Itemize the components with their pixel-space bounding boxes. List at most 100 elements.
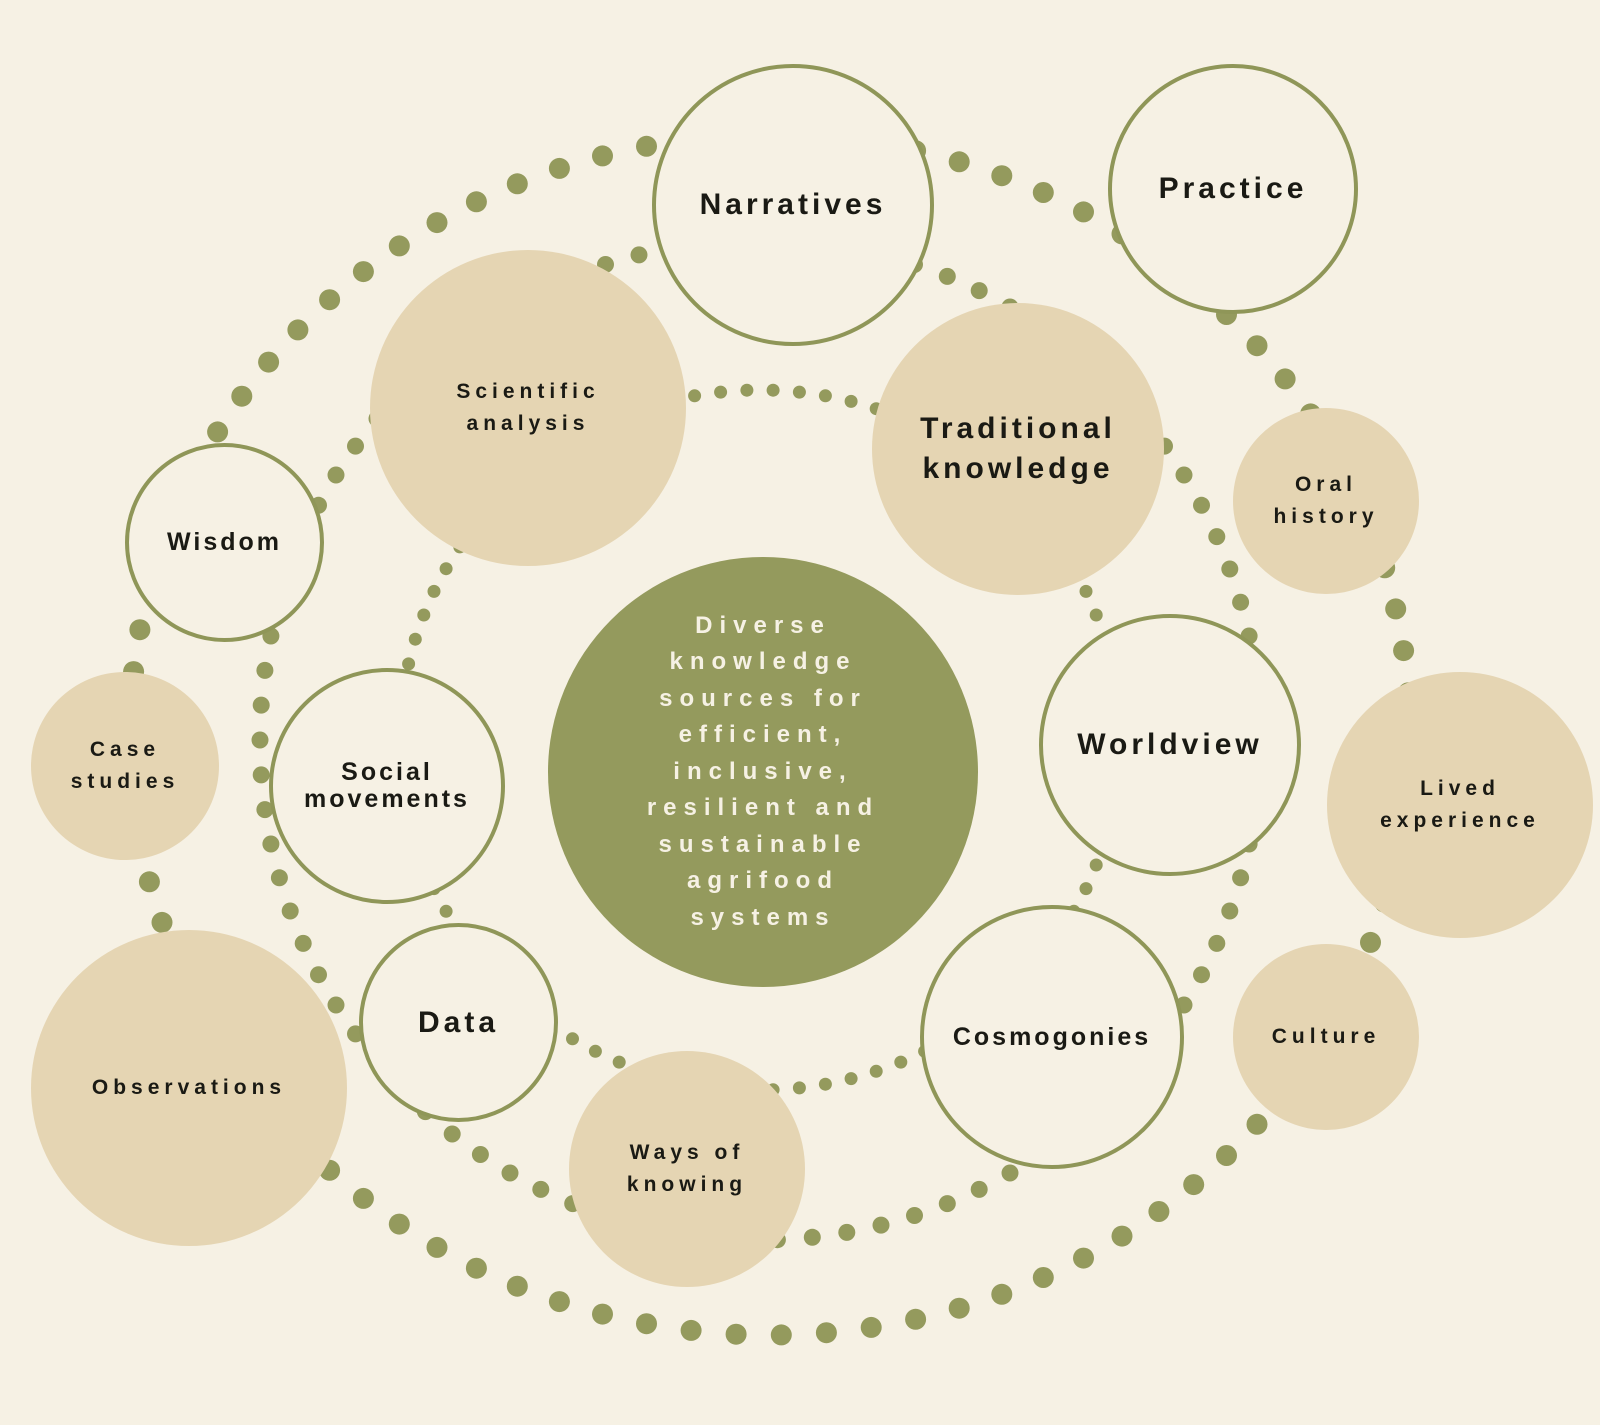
middle-ring-dot: [327, 996, 345, 1014]
inner-ring-dot: [612, 1055, 626, 1069]
outer-ring-dot: [1111, 1225, 1133, 1247]
middle-ring-dot: [251, 731, 269, 749]
inner-ring-dot: [844, 394, 858, 408]
outer-ring-dot: [1274, 368, 1296, 390]
outer-ring-dot: [948, 151, 970, 173]
outer-ring-dot: [860, 1316, 882, 1338]
middle-ring-dot: [310, 966, 327, 984]
outer-ring-dot: [636, 135, 657, 157]
social-movements-label: Social movements: [304, 758, 470, 813]
practice-label: Practice: [1158, 172, 1308, 205]
outer-ring-dot: [506, 1275, 528, 1297]
middle-ring-dot: [532, 1180, 550, 1198]
middle-ring-dot: [1221, 560, 1239, 578]
narratives-label: Narratives: [699, 188, 887, 221]
outer-ring-dot: [352, 261, 374, 283]
middle-ring-dot: [294, 934, 312, 952]
node-practice: Practice: [1108, 64, 1358, 314]
node-cosmogonies: Cosmogonies: [920, 905, 1184, 1169]
inner-ring-dot: [427, 584, 441, 598]
outer-ring-dot: [426, 1236, 448, 1258]
inner-ring-dot: [1089, 858, 1103, 872]
outer-ring-dot: [991, 1283, 1013, 1305]
middle-ring-dot: [256, 661, 274, 679]
outer-ring-dot: [592, 1303, 613, 1325]
inner-ring-dot: [792, 385, 806, 399]
node-culture: Culture: [1233, 944, 1419, 1130]
inner-ring-dot: [844, 1072, 858, 1086]
outer-ring-dot: [138, 871, 160, 893]
middle-ring-dot: [347, 437, 364, 455]
middle-ring-dot: [970, 1180, 988, 1198]
outer-ring-dot: [207, 421, 229, 443]
outer-ring-dot: [680, 1319, 702, 1341]
outer-ring-dot: [388, 235, 410, 257]
node-wisdom: Wisdom: [125, 443, 324, 642]
inner-ring-dot: [402, 657, 416, 671]
outer-ring-dot: [151, 911, 173, 933]
outer-ring-dot: [725, 1323, 747, 1345]
outer-ring-dot: [1216, 1145, 1237, 1166]
case-studies-label: Case studies: [70, 738, 180, 793]
middle-ring-dot: [803, 1228, 821, 1246]
middle-ring-dot: [938, 267, 956, 285]
outer-ring-dot: [991, 165, 1013, 187]
outer-ring-dot: [506, 173, 528, 195]
node-traditional-knowledge: Traditional knowledge: [872, 303, 1164, 595]
middle-ring-dot: [872, 1216, 890, 1234]
middle-ring-dot: [906, 1207, 923, 1224]
inner-ring-dot: [408, 632, 422, 646]
oral-history-label: Oral history: [1273, 473, 1379, 528]
inner-ring-dot: [439, 562, 453, 576]
node-case-studies: Case studies: [31, 672, 219, 860]
outer-ring-dot: [905, 1308, 927, 1330]
inner-ring-dot: [1089, 608, 1103, 622]
wisdom-label: Wisdom: [167, 528, 282, 556]
middle-ring-dot: [1232, 593, 1250, 611]
outer-ring-dot: [352, 1187, 374, 1209]
outer-ring-dot: [465, 191, 487, 213]
outer-ring-dot: [592, 145, 613, 167]
outer-ring-dot: [1393, 640, 1415, 662]
outer-ring-dot: [426, 212, 448, 234]
node-observations: Observations: [31, 930, 347, 1246]
middle-ring-dot: [252, 766, 270, 784]
middle-ring-dot: [1232, 869, 1250, 887]
scientific-analysis-label: Scientific analysis: [456, 380, 600, 435]
outer-ring-dot: [1246, 1113, 1268, 1135]
inner-ring-dot: [1079, 882, 1093, 896]
outer-ring-dot: [1385, 598, 1407, 620]
middle-ring-dot: [443, 1125, 461, 1143]
node-ways-of-knowing: Ways of knowing: [569, 1051, 805, 1287]
inner-ring-dot: [566, 1032, 579, 1046]
middle-ring-dot: [1175, 466, 1193, 484]
node-oral-history: Oral history: [1233, 408, 1419, 594]
middle-ring-dot: [1193, 966, 1210, 984]
outer-ring-dot: [815, 1322, 837, 1344]
outer-ring-dot: [388, 1213, 410, 1235]
inner-ring-dot: [439, 904, 453, 918]
inner-ring-dot: [714, 385, 728, 399]
center-label: Diverse knowledge sources for efficient,…: [646, 611, 880, 931]
cosmogonies-label: Cosmogonies: [952, 1022, 1152, 1051]
inner-ring-dot: [1079, 584, 1093, 598]
worldview-label: Worldview: [1077, 728, 1263, 761]
middle-ring-dot: [471, 1146, 489, 1163]
outer-ring-dot: [1073, 1247, 1094, 1269]
outer-ring-dot: [548, 157, 570, 179]
outer-ring-dot: [948, 1297, 970, 1319]
outer-ring-dot: [1246, 335, 1268, 357]
outer-ring-dot: [1360, 931, 1381, 953]
middle-ring-dot: [1001, 1164, 1019, 1182]
inner-ring-dot: [792, 1081, 806, 1095]
outer-ring-dot: [129, 619, 151, 641]
inner-ring-dot: [869, 1064, 883, 1078]
outer-ring-dot: [319, 289, 341, 311]
node-scientific-analysis: Scientific analysis: [370, 250, 686, 566]
outer-ring-dot: [1032, 182, 1054, 203]
middle-ring-dot: [252, 696, 270, 714]
middle-ring-dot: [630, 246, 648, 264]
middle-ring-dot: [281, 902, 299, 920]
middle-ring-dot: [270, 869, 288, 887]
outer-ring-dot: [1183, 1174, 1205, 1196]
